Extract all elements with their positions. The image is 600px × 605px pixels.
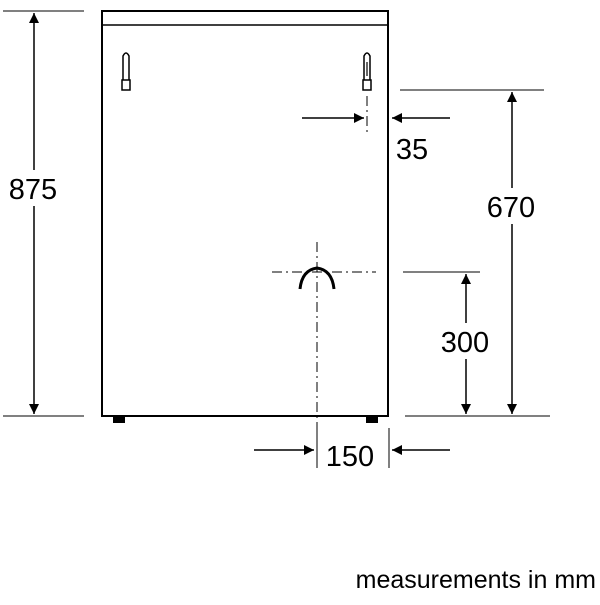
dimension-arrows: [29, 12, 517, 455]
drain-hose-symbol: [298, 266, 336, 290]
center-lines: [272, 96, 376, 432]
side-clearance-label: 35: [396, 134, 428, 166]
left-hose-fitting: [121, 52, 131, 91]
drain-offset-label: 150: [326, 441, 374, 473]
top-hose-height-label-bg: [478, 188, 546, 224]
extension-lines: [3, 10, 550, 468]
left-foot: [113, 416, 125, 423]
overall-height-label-bg: [2, 170, 66, 206]
appliance-body: [101, 10, 389, 417]
overall-height-label: 875: [9, 174, 57, 206]
right-hose-fitting: [362, 52, 372, 91]
drain-height-label: 300: [441, 327, 489, 359]
drain-height-label-bg: [432, 323, 500, 359]
top-hose-height-label: 670: [487, 192, 535, 224]
right-foot: [366, 416, 378, 423]
units-note: measurements in mm: [356, 566, 596, 594]
appliance-outline: [101, 10, 389, 423]
